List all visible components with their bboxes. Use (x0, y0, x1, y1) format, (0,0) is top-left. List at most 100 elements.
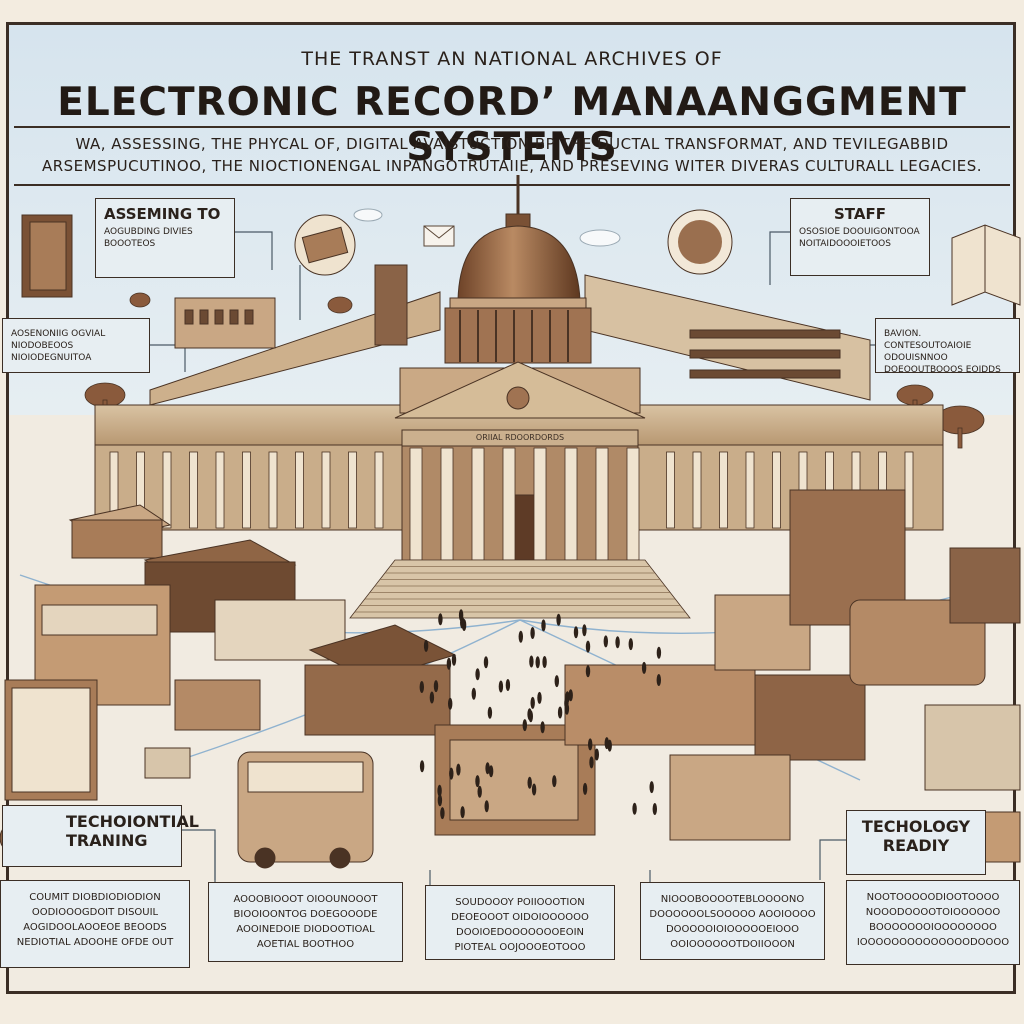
callout-assessing-heading: ASSEMING TO (104, 205, 221, 223)
bottom-box-5-text: NOOTOOOOODIOOTOOOO NOOODOOOOTOIOOOOOO BO… (856, 892, 1010, 948)
person (656, 646, 662, 659)
person (564, 702, 570, 715)
callout-assessing-text: AOGUBDING DIVIES BOOOTEOS (104, 227, 193, 249)
bottom-box-2: AOOOBIOOOT OIOOUNOOOT BIOOIOONTOG DOEGOO… (208, 882, 403, 962)
column (719, 451, 728, 529)
portico-column (533, 447, 547, 561)
header-kicker: THE TRANST AN NATIONAL ARCHIVES OF (301, 48, 723, 70)
callout-tech-ready-heading: TECHOLOGY READIY (861, 817, 971, 855)
person (652, 803, 657, 815)
building-sign: ORIIAL RDOORDORDS (475, 433, 565, 442)
person (604, 737, 609, 750)
person (522, 719, 527, 732)
person (419, 681, 424, 693)
person (632, 802, 637, 815)
column (321, 451, 331, 529)
column (374, 451, 384, 529)
person (529, 655, 534, 668)
column (692, 451, 702, 529)
bottom-box-2-text: AOOOBIOOOT OIOOUNOOOT BIOOIOONTOG DOEGOO… (233, 894, 378, 950)
callout-tech-training: TECHOIONTIAL TRANING (2, 805, 199, 867)
person (475, 775, 480, 788)
main-steps (349, 559, 691, 619)
callout-staff-text: OSOSIOE DOOUIGONTOOA NOITAIDOOOIETOOS (799, 227, 920, 249)
person (498, 680, 504, 693)
person (540, 721, 545, 734)
person (588, 738, 593, 751)
column (268, 451, 278, 529)
callout-staff-heading: STAFF (834, 205, 886, 223)
callout-left-mid: AOSENONIIG OGVIAL NIODOBEOOS NIOIODEGNUI… (2, 318, 150, 373)
bottom-box-4-text: NIOOOBOOOOTEBLOOOONO DOOOOOOLSOOOOO AOOI… (649, 894, 816, 950)
person (484, 800, 489, 813)
right-wing-building (584, 274, 871, 401)
person (594, 748, 599, 761)
bottom-box-3-text: SOUDOOOY POIIOOOTION DEOEOOOT OIDOIOOOOO… (451, 897, 589, 953)
person (530, 627, 535, 639)
title-rule (14, 126, 1010, 128)
callout-right-mid: BAVION. CONTESOUTOAIOIE ODOUISNNOO DOEOO… (875, 318, 1020, 375)
column (242, 451, 251, 529)
person (615, 636, 620, 649)
book-icon-right (951, 224, 1021, 306)
callout-left-mid-text: AOSENONIIG OGVIAL NIODOBEOOS NIOIODEGNUI… (11, 329, 106, 363)
person (582, 624, 587, 637)
person (448, 697, 453, 710)
crowd (419, 609, 662, 820)
person (423, 639, 429, 652)
device-icon (984, 811, 1021, 863)
person (449, 767, 454, 780)
person (554, 675, 559, 688)
person (531, 783, 537, 796)
person (471, 687, 476, 700)
bottom-box-4: NIOOOBOOOOTEBLOOOONO DOOOOOOLSOOOOO AOOI… (640, 882, 825, 960)
left-wing-building (149, 264, 441, 406)
person (568, 689, 573, 702)
callout-right-mid-text: BAVION. CONTESOUTOAIOIE ODOUISNNOO DOEOO… (884, 329, 1001, 375)
person (585, 665, 591, 678)
subtitle-rule (14, 184, 1010, 186)
person (641, 661, 647, 674)
person (628, 638, 633, 651)
person (437, 784, 442, 797)
portico-column (564, 447, 578, 561)
person (537, 691, 542, 704)
column (666, 451, 675, 529)
portico-column (440, 447, 454, 561)
person (475, 668, 480, 681)
column (904, 451, 914, 529)
person (460, 806, 465, 819)
person (656, 674, 661, 686)
callout-staff: STAFF OSOSIOE DOOUIGONTOOA NOITAIDOOOIET… (790, 198, 930, 276)
person (487, 706, 493, 719)
bottom-box-5: NOOTOOOOODIOOTOOOO NOOODOOOOTOIOOOOOO BO… (846, 880, 1020, 965)
book-icon-left (21, 214, 73, 298)
person (527, 776, 532, 789)
person (456, 763, 461, 776)
envelope-icon (423, 225, 455, 247)
person (535, 656, 540, 669)
person (552, 775, 557, 788)
person (438, 613, 443, 626)
portico-column (502, 447, 516, 561)
column (162, 451, 172, 529)
portico-column (409, 447, 423, 561)
person (518, 630, 523, 643)
portico-column (471, 447, 485, 561)
person (557, 706, 563, 719)
clouds (353, 208, 621, 247)
person (573, 626, 579, 639)
bottom-box-3: SOUDOOOY POIIOOOTION DEOEOOOT OIDOIOOOOO… (425, 885, 615, 960)
callout-tech-ready: TECHOLOGY READIY (846, 810, 986, 875)
person (419, 760, 425, 773)
page-title: ELECTRONIC RECORD’ MANAANGGMENT SYSTEMS (57, 80, 967, 170)
column (348, 451, 357, 529)
subtitle-line-2: ARSEMSPUCUTINOO, THE NIOCTIONENGAL INPAN… (41, 157, 983, 175)
person (440, 807, 445, 820)
callout-tech-training-heading: TECHOIONTIAL TRANING (66, 812, 199, 850)
person (649, 781, 654, 794)
person (589, 756, 594, 769)
person (603, 635, 608, 648)
person (585, 640, 591, 653)
